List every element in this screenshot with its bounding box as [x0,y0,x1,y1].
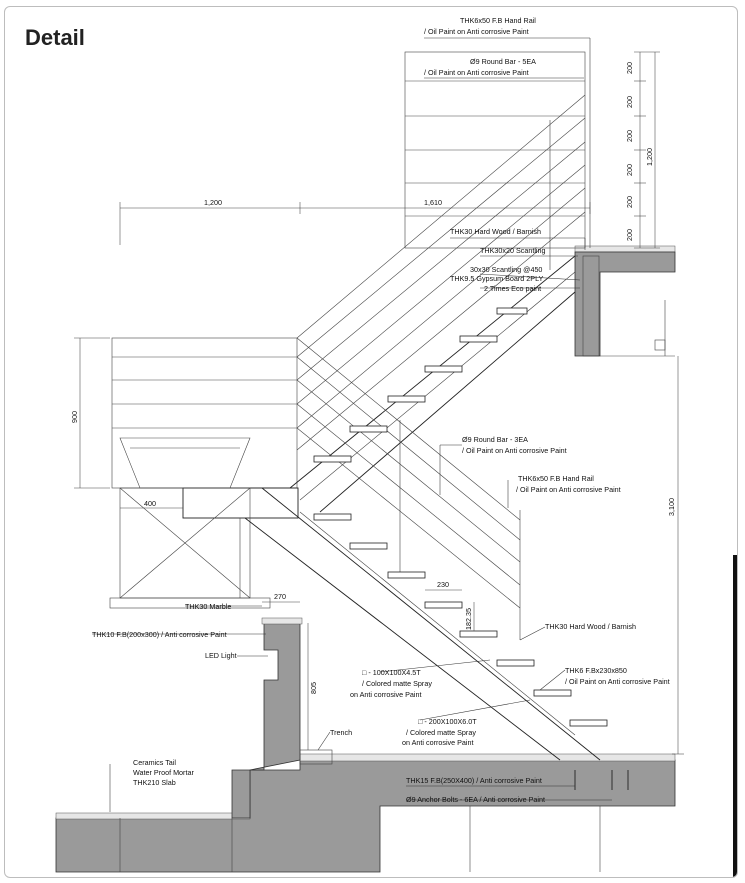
stair-treads [313,307,608,727]
dim-200-e: 200 [625,196,634,208]
label-pipe-100-spray: / Colored matte Spray [362,679,432,688]
upper-floor-slab [574,245,676,357]
label-ceramics: Ceramics Tail [133,758,176,767]
label-fb-230x850-paint: / Oil Paint on Anti corrosive Paint [565,677,670,686]
dim-200-d: 200 [625,164,634,176]
left-landing-guard [111,337,298,489]
label-hard-wood-top: THK30 Hard Wood / Barnish [450,227,541,236]
drawing-title: Detail [25,25,85,50]
anchor-bolts [574,770,629,790]
label-handrail-top-paint: / Oil Paint on Anti corrosive Paint [424,27,529,36]
dim-200-a: 200 [625,62,634,74]
label-led-light: LED Light [205,651,237,660]
upper-guard-rail [404,51,591,249]
label-pipe-100-paint: on Anti corrosive Paint [350,690,422,699]
edge-marker [733,555,737,877]
label-anchor-bolts: Ø9 Anchor Bolts - 6EA / Anti corrosive P… [406,795,545,804]
label-pipe-200-paint: on Anti corrosive Paint [402,738,474,747]
drawing-frame: Detail [4,6,738,878]
lower-floor-slab [55,753,676,873]
dim-182-35: 182.35 [464,608,473,630]
label-eco-paint: 2 Times Eco paint [484,284,541,293]
landing-slab-and-glass [109,487,299,609]
label-fb-230x850: THK6 F.Bx230x850 [565,666,627,675]
dim-200-c: 200 [625,130,634,142]
lower-flight-handrails [296,337,521,640]
label-pipe-200-spray: / Colored matte Spray [406,728,476,737]
label-scantling-top: THK30x20 Scantling [480,246,546,255]
dim-1200-vertical: 1,200 [645,148,654,166]
label-waterproof: Water Proof Mortar [133,768,194,777]
annotations: THK6x50 F.B Hand Rail / Oil Paint on Ant… [92,16,670,804]
dim-900: 900 [70,411,79,423]
label-pipe-200: □ - 200X100X6.0T [418,717,477,726]
label-pipe-100: □ - 100X100X4.5T [362,668,421,677]
dim-400: 400 [144,499,156,508]
leader-lines [92,37,612,812]
dim-200-b: 200 [625,96,634,108]
label-slab: THK210 Slab [133,778,176,787]
dim-805: 805 [309,682,318,694]
dim-1610: 1,610 [424,198,442,207]
label-gypsum: THK9.5 Gypsum Board 2PLY [450,274,544,283]
label-handrail-top: THK6x50 F.B Hand Rail [460,16,536,25]
label-round-bar-5ea: Ø9 Round Bar - 5EA [470,57,536,66]
dimension-lines [74,51,684,755]
label-handrail-mid: THK6x50 F.B Hand Rail [518,474,594,483]
dim-3100: 3,100 [667,498,676,516]
label-handrail-mid-paint: / Oil Paint on Anti corrosive Paint [516,485,621,494]
label-marble: THK30 Marble [185,602,231,611]
label-scantling-450: 30x30 Scantling @450 [470,265,542,274]
dim-230: 230 [437,580,449,589]
trench-box [299,749,333,765]
label-fb-200x300: THK10 F.B(200x300) / Anti corrosive Pain… [92,630,227,639]
dim-270: 270 [274,592,286,601]
label-hard-wood-low: THK30 Hard Wood / Barnish [545,622,636,631]
label-round-bar-3ea: Ø9 Round Bar - 3EA [462,435,528,444]
label-fb-250x400: THK15 F.B(250X400) / Anti corrosive Pain… [406,776,542,785]
label-round-bar-3ea-paint: / Oil Paint on Anti corrosive Paint [462,446,567,455]
lower-stringer [244,487,601,761]
dim-200-f: 200 [625,229,634,241]
dimension-values: 1,200 1,610 200 200 200 200 200 200 1,20… [70,62,676,694]
label-round-bar-5ea-paint: / Oil Paint on Anti corrosive Paint [424,68,529,77]
upper-flight-handrails [296,94,586,451]
label-trench: Trench [330,728,352,737]
dim-1200-horizontal: 1,200 [204,198,222,207]
